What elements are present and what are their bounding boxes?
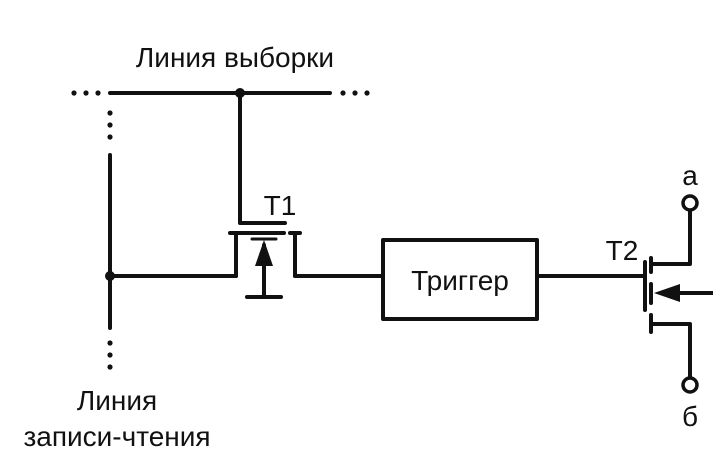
terminal-a-label: а [682,160,698,191]
trigger-label: Триггер [411,265,509,296]
selection-line-left-dots [71,90,101,96]
selection-line [71,90,370,96]
terminal-b-label: б [682,401,698,432]
t2-label: T2 [606,235,639,266]
t1-label: T1 [264,190,297,221]
read-write-line-bottom-dots [107,340,113,370]
terminal-a-pin [681,194,699,212]
read-write-line-label-2: записи-чтения [23,421,210,452]
terminal-b-pin [681,376,699,394]
transistor-t2 [643,208,713,380]
read-write-line-label-1: Линия [77,385,157,416]
selection-line-label: Линия выборки [136,42,334,73]
read-write-line [107,110,113,370]
selection-line-right-dots [340,90,370,96]
transistor-t1 [228,91,302,299]
read-write-line-top-dots [107,110,113,140]
trigger-box [381,238,539,321]
